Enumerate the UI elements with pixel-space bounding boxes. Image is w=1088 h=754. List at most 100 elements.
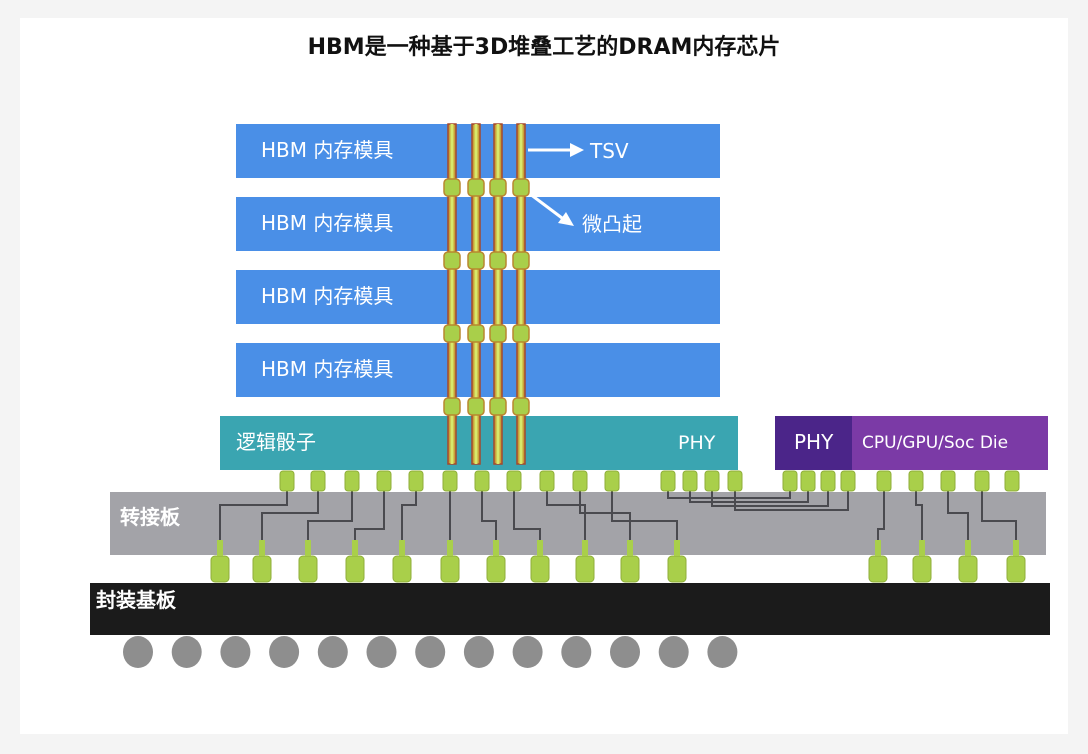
c4-bump [800, 470, 816, 492]
interposer-via [582, 540, 588, 556]
interposer-via [674, 540, 680, 556]
interposer-bump [392, 555, 412, 583]
solder-ball [317, 636, 348, 668]
c4-bump [820, 470, 836, 492]
c4-bump [704, 470, 720, 492]
tsv-arrowhead-icon [570, 143, 584, 157]
solder-ball [512, 636, 543, 668]
interposer-bump [1006, 555, 1026, 583]
interposer-trace [947, 491, 969, 540]
hbm-layer-label: HBM 内存模具 [261, 357, 393, 381]
c4-bump [1004, 470, 1020, 492]
c4-bump [604, 470, 620, 492]
diagram-title: HBM是一种基于3D堆叠工艺的DRAM内存芯片 [308, 34, 781, 60]
solder-ball [123, 636, 153, 668]
interposer-via [399, 540, 405, 556]
soc-die-label: CPU/GPU/Soc Die [862, 433, 1008, 453]
interposer-trace [219, 491, 288, 540]
hbm-layer-label: HBM 内存模具 [261, 211, 393, 235]
soc-phy-block [775, 416, 852, 470]
c4-bump [539, 470, 555, 492]
tsv-core [474, 124, 478, 464]
c4-bump [660, 470, 676, 492]
interposer-via [493, 540, 499, 556]
interposer-bump [210, 555, 230, 583]
interposer-via [305, 540, 311, 556]
microbump [489, 251, 507, 270]
solder-ball [220, 636, 251, 668]
interposer-trace [401, 491, 417, 540]
interposer-via [1013, 540, 1019, 556]
c4-bump [506, 470, 522, 492]
microbump [512, 251, 530, 270]
soc-phy-label: PHY [794, 430, 834, 454]
interposer-via [875, 540, 881, 556]
microbump [467, 397, 485, 416]
phy-link-trace [667, 491, 791, 499]
interposer-trace [579, 491, 631, 540]
c4-bump [782, 470, 798, 492]
solder-ball [366, 636, 397, 668]
c4-bump [344, 470, 360, 492]
interposer-trace [611, 491, 678, 540]
hbm-layer-label: HBM 内存模具 [261, 284, 393, 308]
tsv-core [450, 124, 454, 464]
interposer-trace [877, 491, 885, 540]
solder-ball [658, 636, 689, 668]
interposer-label: 转接板 [120, 505, 181, 529]
interposer-bump [252, 555, 272, 583]
logic-die-label: 逻辑骰子 [236, 430, 316, 454]
microbump [512, 324, 530, 343]
interposer-bump [868, 555, 888, 583]
phy-link-trace [734, 491, 849, 511]
substrate-label: 封装基板 [96, 588, 177, 612]
interposer-trace [481, 491, 497, 540]
solder-ball [610, 636, 640, 668]
microbump [467, 178, 485, 197]
microbump [443, 397, 461, 416]
interposer-via [965, 540, 971, 556]
package-substrate [90, 583, 1050, 635]
c4-bump [682, 470, 698, 492]
solder-ball [561, 636, 592, 668]
interposer-via [919, 540, 925, 556]
c4-bump [310, 470, 326, 492]
interposer-bump [620, 555, 640, 583]
interposer-via [537, 540, 543, 556]
c4-bump [572, 470, 588, 492]
microbump [467, 324, 485, 343]
solder-ball [269, 636, 300, 668]
tsv-label: TSV [589, 139, 629, 163]
interposer-bump [440, 555, 460, 583]
solder-ball [707, 636, 738, 668]
interposer-trace [981, 491, 1017, 540]
solder-ball [463, 636, 494, 668]
interposer-via [217, 540, 223, 556]
c4-bump [876, 470, 892, 492]
tsv-core [519, 124, 523, 464]
c4-bump [940, 470, 956, 492]
microbump [512, 178, 530, 197]
microbump [489, 178, 507, 197]
microbump [443, 251, 461, 270]
solder-ball [415, 636, 446, 668]
interposer-bump [912, 555, 932, 583]
c4-bump [908, 470, 924, 492]
interposer-bump [298, 555, 318, 583]
interposer-via [259, 540, 265, 556]
interposer-trace [307, 491, 353, 540]
microbump-arrowhead-icon [558, 212, 574, 226]
c4-bump [474, 470, 490, 492]
interposer-trace [915, 491, 923, 540]
microbump [443, 178, 461, 197]
c4-bump [442, 470, 458, 492]
interposer-trace [261, 491, 319, 540]
solder-ball [171, 636, 202, 668]
interposer-trace [354, 491, 385, 540]
microbump [489, 324, 507, 343]
c4-bump [840, 470, 856, 492]
logic-phy-label: PHY [678, 432, 716, 454]
phy-link-trace [689, 491, 809, 503]
interposer-bump [486, 555, 506, 583]
c4-bump [279, 470, 295, 492]
